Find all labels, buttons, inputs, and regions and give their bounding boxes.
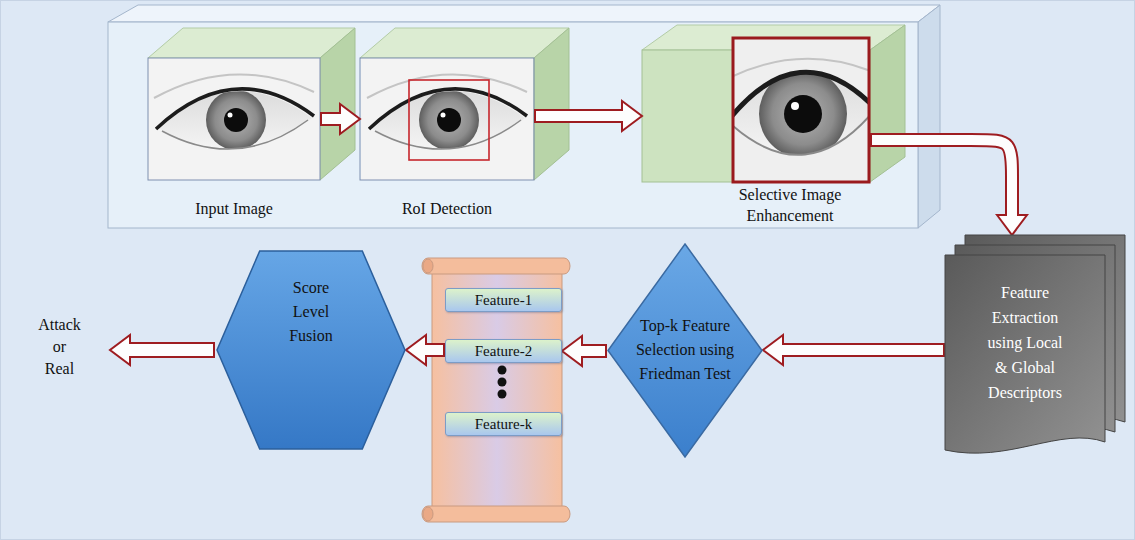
output-arrow [110, 335, 214, 365]
green-cube [320, 28, 355, 180]
scroll [422, 258, 570, 522]
node-text: Score Level Fusion [280, 276, 342, 348]
eye-image [727, 38, 875, 182]
diamond-shape [608, 244, 762, 457]
arrow-shaft-fill [872, 140, 1012, 218]
text-holder: RoI Detection [360, 198, 534, 219]
text-holder: Selective Image Enhancement [725, 184, 855, 226]
block-arrow [534, 101, 642, 131]
fusion-hexagon: Score Level Fusion [216, 250, 406, 450]
output-arrow [110, 335, 214, 365]
arrow-shaft-fill [579, 346, 605, 356]
ellipsis-dots [498, 366, 507, 399]
text-holder: Feature-1 [446, 289, 561, 311]
text-holder: Top-k Feature Selection using Friedman T… [607, 243, 763, 458]
glass-box [108, 22, 918, 228]
document-stack: Feature Extraction using Local & Global … [945, 235, 1125, 460]
decision-diamond: Top-k Feature Selection using Friedman T… [607, 243, 763, 458]
node-text: Feature-k [475, 415, 532, 433]
eye-image [148, 58, 320, 180]
image-panel: Selective Image Enhancement [642, 50, 870, 182]
text-holder: Input Image [148, 198, 320, 219]
glass-box [918, 5, 940, 228]
arrow-shaft-fill [780, 345, 943, 355]
document-page [945, 255, 1105, 453]
scroll [432, 266, 562, 512]
green-cube [360, 28, 569, 58]
green-cube [534, 28, 569, 180]
eye-image [148, 38, 875, 182]
panel-caption: RoI Detection [360, 198, 534, 219]
feature-box: Feature-2 [445, 339, 562, 363]
text-holder: Feature-k [446, 413, 561, 435]
arrow-shaft [870, 140, 1012, 215]
green-cube [870, 25, 905, 182]
green-cube [148, 25, 905, 182]
output-label: Attack or Real [37, 314, 82, 380]
block-arrow [562, 336, 607, 366]
label-holder: Attack or Real [37, 314, 82, 380]
arrow-shaft-fill [423, 345, 443, 355]
feature-box: Feature-k [445, 412, 562, 436]
panel-caption: Input Image [148, 198, 320, 219]
ellipsis-dots [498, 390, 507, 399]
scroll [423, 507, 433, 521]
image-panel: Input Image [148, 58, 320, 180]
roi-box [409, 80, 489, 160]
ellipsis-dots [498, 378, 507, 387]
node-text: Top-k Feature Selection using Friedman T… [633, 314, 737, 386]
eye-image [361, 58, 533, 180]
arrow-shaft-fill [322, 114, 343, 124]
glass-box [108, 5, 940, 228]
scroll [422, 258, 570, 274]
block-arrow [320, 104, 360, 134]
eye-image [360, 58, 534, 180]
text-holder: Feature Extraction using Local & Global … [945, 255, 1105, 430]
feature-box: Feature-1 [445, 288, 562, 312]
node-text: Feature-1 [475, 291, 532, 309]
text-holder: Feature-2 [446, 340, 561, 362]
node-text: Feature Extraction using Local & Global … [980, 280, 1070, 405]
block-arrow [406, 335, 445, 365]
glass-box [108, 5, 940, 22]
block-arrow [763, 335, 945, 365]
arrow-shaft-fill [536, 111, 625, 121]
hexagon-shape [217, 251, 405, 449]
image-panel: RoI Detection [360, 58, 534, 180]
scroll [422, 506, 570, 522]
roi-frame [733, 38, 869, 182]
ellipsis-dots [498, 366, 507, 375]
panel-caption: Selective Image Enhancement [725, 184, 855, 226]
scroll [423, 259, 433, 273]
eye-image [148, 58, 320, 180]
green-cube [148, 28, 355, 58]
text-holder: Score Level Fusion [216, 276, 406, 348]
node-text: Feature-2 [475, 342, 532, 360]
block-arrow [870, 140, 1027, 235]
